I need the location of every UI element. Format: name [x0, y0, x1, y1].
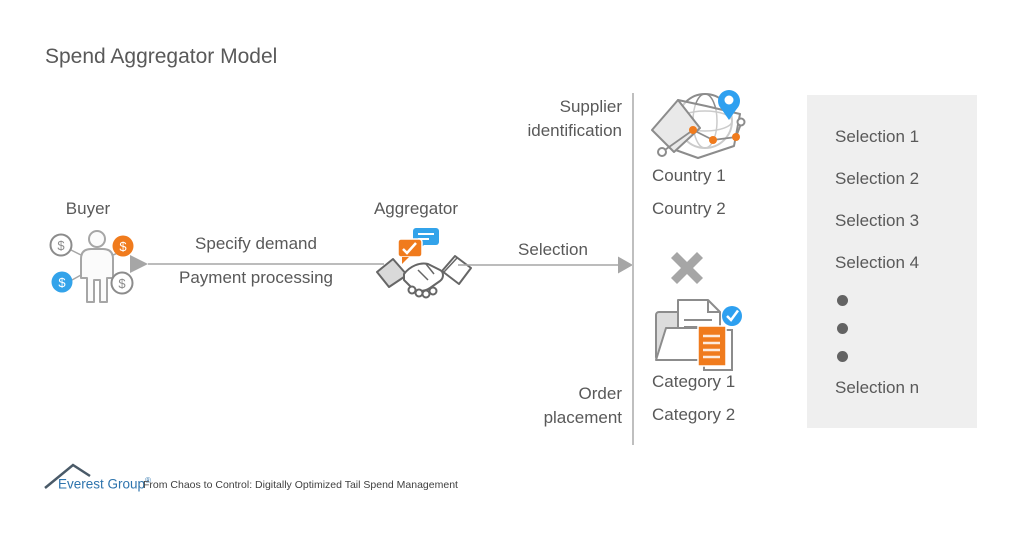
country-item: Country 1	[652, 166, 726, 185]
arrowhead	[130, 255, 148, 273]
page-title: Spend Aggregator Model	[45, 45, 278, 68]
handshake-with-chat-bubbles-icon	[376, 228, 472, 299]
map-globe-location-pin-icon	[651, 90, 746, 159]
handshake-icon	[376, 255, 472, 299]
ellipsis-dot	[837, 323, 848, 334]
arrow-aggregator-to-outcomes	[458, 256, 633, 274]
svg-text:$: $	[119, 239, 127, 254]
country-item: Country 2	[652, 199, 726, 218]
selection-item: Selection 4	[835, 253, 920, 272]
x-mark-icon	[670, 251, 704, 285]
currency-coin-blue: $	[51, 271, 73, 293]
ellipsis-dot	[837, 295, 848, 306]
currency-coin-gray-1: $	[49, 233, 73, 257]
order-placement-label: Order placement	[543, 384, 622, 427]
selection-item: Selection 1	[835, 127, 920, 146]
svg-text:$: $	[57, 238, 65, 253]
mountain-peak-icon	[44, 463, 91, 489]
folded-map	[651, 99, 741, 159]
orange-document-stack	[697, 325, 733, 371]
person-figure	[80, 230, 114, 303]
arrow-buyer-to-aggregator	[130, 255, 384, 273]
category-item: Category 2	[652, 405, 736, 424]
aggregator-label: Aggregator	[373, 199, 459, 218]
selection-panel: Selection 1 Selection 2 Selection 3 Sele…	[807, 95, 977, 428]
ellipsis-dot	[837, 351, 848, 362]
registered-mark: ®	[145, 476, 151, 485]
brand-name-text: Everest Group	[58, 476, 146, 492]
brand-name: Everest Group®	[58, 476, 151, 492]
location-pin-icon	[718, 90, 740, 120]
supplier-network-nodes	[657, 117, 746, 157]
chat-bubble-orange-check-icon	[397, 238, 423, 264]
footer-tagline: From Chaos to Control: Digitally Optimiz…	[143, 479, 458, 491]
specify-demand-label: Specify demand	[195, 234, 317, 253]
supplier-identification-label: Supplier identification	[527, 97, 622, 140]
selection-item: Selection 3	[835, 211, 920, 230]
folder-documents-approved-icon	[655, 299, 742, 371]
currency-coin-orange: $	[112, 235, 134, 257]
selection-item: Selection 2	[835, 169, 920, 188]
category-item: Category 1	[652, 372, 736, 391]
outcomes-divider-line	[632, 93, 634, 445]
currency-coin-gray-2: $	[110, 271, 134, 295]
buyer-label: Buyer	[65, 199, 111, 218]
arrowhead	[618, 256, 633, 274]
person-with-currency-coins-icon: $ $ $ $	[49, 230, 134, 303]
approved-check-badge-icon	[722, 306, 742, 326]
selection-item: Selection n	[835, 378, 920, 397]
svg-text:$: $	[118, 276, 126, 291]
selection-arrow-label: Selection	[518, 240, 588, 259]
svg-text:$: $	[58, 275, 66, 290]
payment-processing-label: Payment processing	[178, 268, 334, 287]
